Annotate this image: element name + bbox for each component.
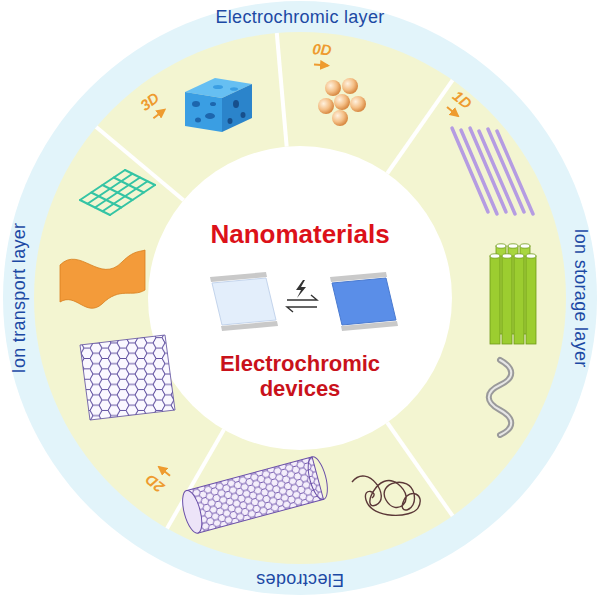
nanowires xyxy=(488,129,524,212)
porous-block xyxy=(222,84,252,132)
sector-divider xyxy=(277,33,287,147)
dimension-arrow xyxy=(447,107,458,116)
nanoparticles xyxy=(318,78,366,126)
equilibrium-arrows xyxy=(287,307,317,312)
helix xyxy=(489,360,512,435)
nanowires xyxy=(452,128,533,214)
hub-title: Nanomaterials xyxy=(165,220,435,250)
graphene-sheet xyxy=(80,335,175,420)
device-icon xyxy=(341,321,398,331)
equilibrium-arrows xyxy=(287,295,317,312)
nanoparticles xyxy=(325,80,341,96)
nanotube-bundle xyxy=(526,256,536,344)
outer-ring xyxy=(3,1,597,595)
nanomesh xyxy=(114,178,144,193)
lightning-icon xyxy=(296,280,306,298)
nanowires xyxy=(497,131,533,214)
dimension-arrow xyxy=(314,64,328,65)
porous-block xyxy=(241,112,246,118)
nanotube-bundle xyxy=(508,244,518,248)
nanowires xyxy=(479,131,515,214)
dimension-label: 3D xyxy=(137,90,162,115)
nanoparticles xyxy=(350,96,366,112)
helix xyxy=(489,360,512,435)
device-icon xyxy=(221,321,278,331)
nanomesh xyxy=(88,174,133,204)
porous-block xyxy=(185,78,252,132)
nanotube-bundle xyxy=(514,256,524,344)
nanomesh xyxy=(80,200,110,215)
nanoparticles xyxy=(342,78,358,94)
porous-block xyxy=(192,101,200,107)
porous-block xyxy=(205,113,215,119)
porous-block xyxy=(195,118,201,123)
dimension-arrow xyxy=(153,64,458,475)
nanotube-bundle xyxy=(514,254,524,258)
helix xyxy=(489,360,512,435)
porous-block xyxy=(233,100,239,108)
dimension-label: 1D xyxy=(449,88,474,113)
sector-divider xyxy=(96,33,452,528)
sector-divider xyxy=(387,80,452,173)
device-icon xyxy=(332,278,396,325)
hub-circle: NanomaterialsElectrochromic devices xyxy=(148,146,452,450)
nanomesh xyxy=(91,193,121,208)
layer-label: Electrodes xyxy=(256,569,344,589)
dimension-arrow xyxy=(153,110,164,118)
nanomesh xyxy=(103,185,133,200)
nanomesh xyxy=(80,170,155,215)
device-icon xyxy=(212,278,276,325)
porous-block xyxy=(230,87,238,91)
hub-subtitle: Electrochromic devices xyxy=(205,351,395,402)
curly-fiber xyxy=(352,476,420,515)
nanotube-bundle xyxy=(496,244,506,248)
layer-label: Ion storage layer xyxy=(570,228,590,367)
nanofilm xyxy=(60,250,145,308)
carbon-nanotube xyxy=(179,455,331,535)
nanomesh xyxy=(95,178,140,208)
nanotube-bundle xyxy=(502,256,512,344)
device-icon xyxy=(330,272,387,282)
graphene-sheet xyxy=(80,335,175,420)
nanotube-bundle xyxy=(490,254,500,258)
nanotube-bundle xyxy=(520,244,530,248)
nanotube-bundle xyxy=(502,254,512,258)
porous-block xyxy=(210,102,216,106)
nanoparticles xyxy=(318,98,334,114)
layer-label: Electrochromic layer xyxy=(215,8,384,28)
hub-circle xyxy=(148,146,452,450)
equilibrium-arrows xyxy=(287,295,317,300)
dimension-label: 2D xyxy=(142,471,167,496)
dimension-label: 0D xyxy=(312,41,333,59)
porous-block xyxy=(228,118,233,124)
carbon-nanotube xyxy=(187,457,324,533)
carbon-nanotube xyxy=(179,489,206,536)
porous-block xyxy=(185,92,222,132)
device-icon xyxy=(210,272,267,282)
nanotube-bundle xyxy=(490,244,536,344)
carbon-nanotube xyxy=(187,457,324,533)
sector-divider xyxy=(96,127,183,200)
nanoparticles xyxy=(332,110,348,126)
nanoparticles xyxy=(334,94,350,110)
nanowires xyxy=(461,130,497,214)
carbon-nanotube xyxy=(304,455,331,502)
porous-block xyxy=(213,85,223,89)
nanotube-bundle xyxy=(526,254,536,258)
layer-label: Ion transport layer xyxy=(10,223,30,374)
inner-ring xyxy=(34,32,566,564)
device-icon xyxy=(210,272,398,331)
graphene-sheet xyxy=(80,335,175,420)
dimension-arrow xyxy=(159,467,170,476)
nanomesh xyxy=(125,170,155,185)
nanotube-bundle xyxy=(490,256,500,344)
nanomesh xyxy=(103,181,148,211)
